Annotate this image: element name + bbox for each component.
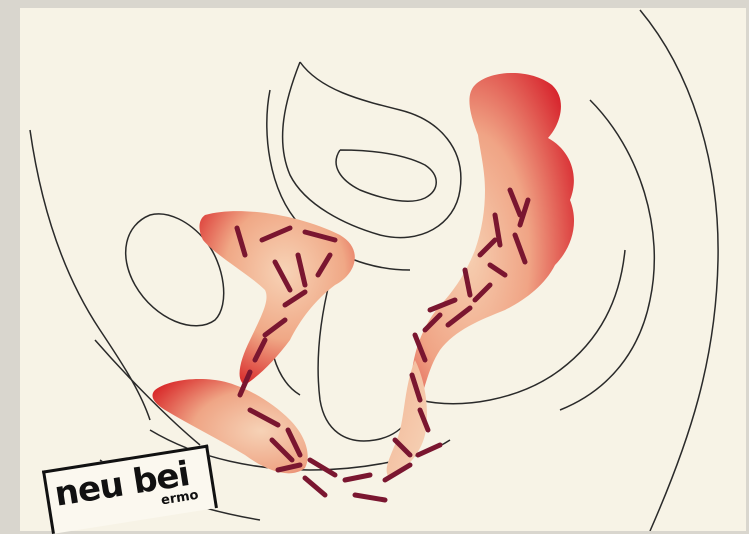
illustration <box>0 0 749 531</box>
